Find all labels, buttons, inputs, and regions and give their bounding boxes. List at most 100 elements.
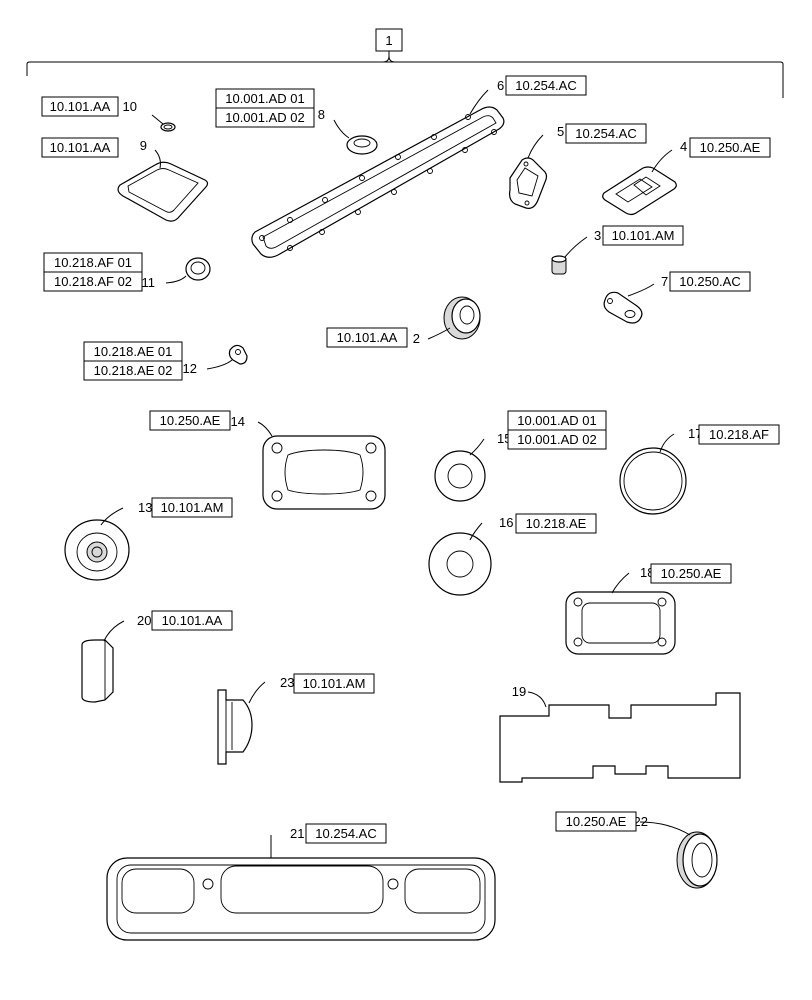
part-19-flat-gasket[interactable] bbox=[499, 692, 741, 783]
reference-code[interactable]: 10.101.AA bbox=[50, 99, 111, 114]
callout-3[interactable]: 3 10.101.AM bbox=[594, 225, 684, 246]
reference-code[interactable]: 10.250.AE bbox=[160, 413, 221, 428]
reference-code[interactable]: 10.218.AF 02 bbox=[54, 274, 132, 289]
callout-number: 9 bbox=[140, 138, 147, 153]
callout-number: 2 bbox=[413, 331, 420, 346]
callout-number: 7 bbox=[661, 274, 668, 289]
reference-code[interactable]: 10.001.AD 01 bbox=[517, 413, 597, 428]
reference-box bbox=[41, 137, 119, 158]
callout-number: 21 bbox=[290, 826, 304, 841]
reference-code[interactable]: 10.254.AC bbox=[575, 126, 636, 141]
reference-code[interactable]: 10.101.AM bbox=[612, 228, 675, 243]
callout-number: 22 bbox=[634, 814, 648, 829]
reference-code[interactable]: 10.001.AD 01 bbox=[225, 91, 305, 106]
callout-13[interactable]: 13 10.101.AM bbox=[138, 497, 233, 518]
reference-box bbox=[689, 137, 771, 158]
part-4-gasket[interactable] bbox=[602, 166, 677, 216]
callout-9[interactable]: 9 10.101.AA bbox=[41, 137, 147, 158]
callout-19[interactable]: 19 bbox=[512, 684, 526, 699]
reference-code[interactable]: 10.101.AM bbox=[303, 676, 366, 691]
part-6-cover-gasket[interactable] bbox=[251, 106, 505, 258]
reference-box bbox=[149, 410, 231, 431]
callout-number: 6 bbox=[497, 78, 504, 93]
reference-code[interactable]: 10.218.AE bbox=[526, 516, 587, 531]
callout-14[interactable]: 14 10.250.AE bbox=[149, 410, 245, 431]
reference-box bbox=[698, 424, 780, 445]
part-3-bushing[interactable] bbox=[551, 255, 567, 275]
callout-number: 8 bbox=[318, 107, 325, 122]
reference-code[interactable]: 10.218.AF 01 bbox=[54, 255, 132, 270]
part-15-washer[interactable] bbox=[434, 450, 486, 502]
reference-code[interactable]: 10.254.AC bbox=[315, 826, 376, 841]
reference-code[interactable]: 10.101.AM bbox=[161, 500, 224, 515]
part-20-half-shell[interactable] bbox=[81, 639, 114, 703]
callout-number: 3 bbox=[594, 228, 601, 243]
reference-box bbox=[41, 96, 119, 117]
callout-number: 11 bbox=[142, 275, 156, 290]
callout-number: 20 bbox=[137, 613, 151, 628]
reference-code[interactable]: 10.101.AA bbox=[337, 330, 398, 345]
callout-5[interactable]: 5 10.254.AC bbox=[557, 123, 647, 144]
callout-4[interactable]: 4 10.250.AE bbox=[680, 137, 771, 158]
part-11-o-ring[interactable] bbox=[185, 257, 211, 281]
callout-16[interactable]: 16 10.218.AE bbox=[499, 513, 597, 534]
callout-number: 16 bbox=[499, 515, 513, 530]
callout-number: 12 bbox=[183, 361, 197, 376]
callout-6[interactable]: 6 10.254.AC bbox=[497, 75, 587, 96]
callout-number: 4 bbox=[680, 139, 687, 154]
part-5-gasket[interactable] bbox=[508, 157, 548, 209]
part-12-clip[interactable] bbox=[228, 344, 248, 365]
reference-code[interactable]: 10.001.AD 02 bbox=[517, 432, 597, 447]
reference-box bbox=[602, 225, 684, 246]
part-2-seal[interactable] bbox=[443, 296, 481, 340]
part-10-small-ring[interactable] bbox=[160, 122, 176, 132]
reference-code[interactable]: 10.254.AC bbox=[515, 78, 576, 93]
callout-22[interactable]: 22 10.250.AE bbox=[555, 811, 648, 832]
callout-2[interactable]: 2 10.101.AA bbox=[326, 327, 420, 348]
callout-number: 5 bbox=[557, 124, 564, 139]
reference-code[interactable]: 10.101.AA bbox=[162, 613, 223, 628]
part-9-square-gasket[interactable] bbox=[117, 161, 209, 222]
part-21-manifold-gasket[interactable] bbox=[106, 857, 496, 941]
reference-code[interactable]: 10.218.AE 01 bbox=[94, 344, 173, 359]
callout-12[interactable]: 12 10.218.AE 01 10.218.AE 02 bbox=[83, 341, 197, 381]
reference-code[interactable]: 10.250.AC bbox=[679, 274, 740, 289]
reference-code[interactable]: 10.250.AE bbox=[661, 566, 722, 581]
callout-number: 14 bbox=[231, 414, 245, 429]
reference-box bbox=[151, 610, 233, 631]
callout-20[interactable]: 20 10.101.AA bbox=[137, 610, 233, 631]
reference-box bbox=[151, 497, 233, 518]
reference-box bbox=[293, 673, 375, 694]
callout-number: 23 bbox=[280, 675, 294, 690]
reference-code[interactable]: 10.250.AE bbox=[700, 140, 761, 155]
callout-23[interactable]: 23 10.101.AM bbox=[280, 673, 375, 694]
part-16-washer[interactable] bbox=[428, 532, 492, 596]
callout-7[interactable]: 7 10.250.AC bbox=[661, 271, 751, 292]
part-8-round-seal[interactable] bbox=[346, 135, 378, 155]
reference-code[interactable]: 10.001.AD 02 bbox=[225, 110, 305, 125]
part-22-cup-plug[interactable] bbox=[676, 831, 718, 889]
part-18-gasket[interactable] bbox=[565, 591, 676, 655]
reference-box bbox=[505, 75, 587, 96]
callout-11[interactable]: 11 10.218.AF 01 10.218.AF 02 bbox=[43, 252, 156, 292]
callout-21[interactable]: 21 10.254.AC bbox=[290, 823, 387, 844]
part-17-o-ring[interactable] bbox=[619, 447, 687, 515]
reference-code[interactable]: 10.101.AA bbox=[50, 140, 111, 155]
part-7-flange-gasket[interactable] bbox=[603, 291, 643, 324]
callout-8[interactable]: 8 10.001.AD 01 10.001.AD 02 bbox=[215, 88, 325, 128]
top-item-number: 1 bbox=[385, 33, 392, 48]
reference-box bbox=[326, 327, 408, 348]
callout-number: 13 bbox=[138, 500, 152, 515]
reference-code[interactable]: 10.218.AE 02 bbox=[94, 363, 173, 378]
part-14-flange-gasket[interactable] bbox=[262, 435, 386, 510]
callout-number: 19 bbox=[512, 684, 526, 699]
part-23-sleeve[interactable] bbox=[217, 689, 253, 765]
reference-code[interactable]: 10.218.AF bbox=[709, 427, 769, 442]
part-13-seal[interactable] bbox=[64, 519, 130, 581]
reference-code[interactable]: 10.250.AE bbox=[566, 814, 627, 829]
